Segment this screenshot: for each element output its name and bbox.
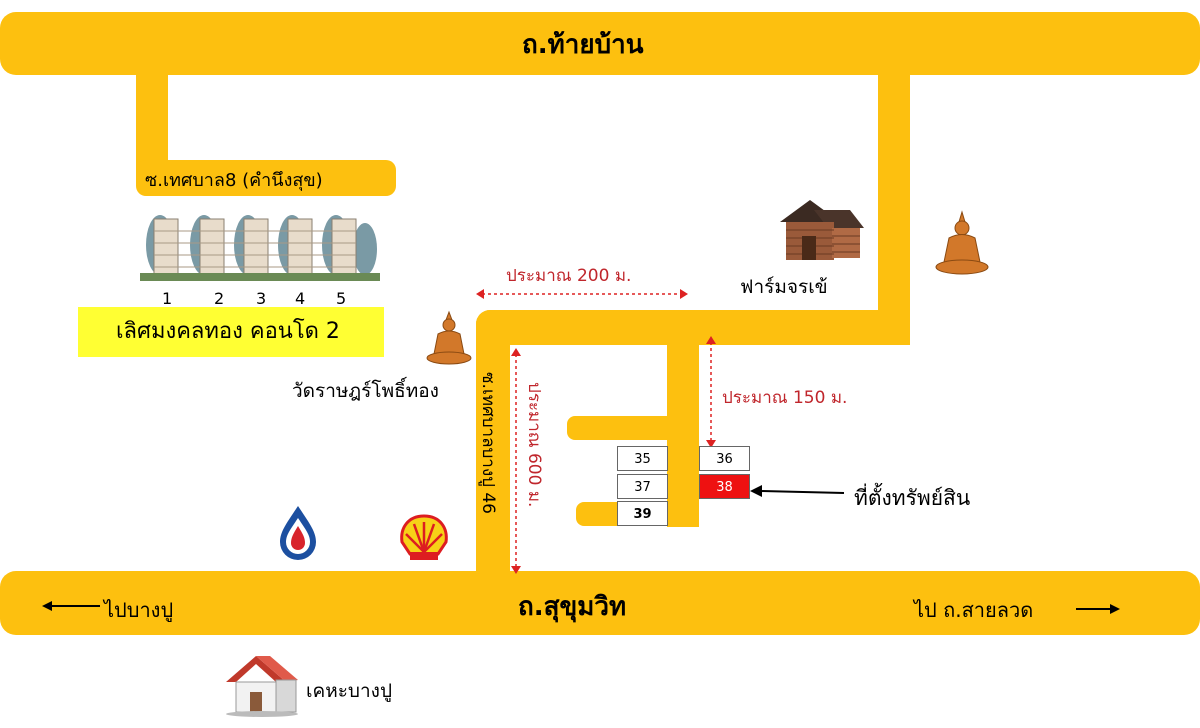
direction-right-label: ไป ถ.สายลวด — [914, 598, 1034, 622]
shell-logo-icon — [400, 514, 448, 560]
arrow-left-icon — [42, 601, 100, 611]
house-label: เคหะบางปู — [306, 680, 393, 702]
distance-arrow-to-property — [706, 336, 716, 448]
bottom-road — [0, 571, 1200, 635]
property-pointer-arrow — [750, 485, 845, 497]
plot-36: 36 — [699, 446, 750, 471]
buddha-statue-icon — [935, 210, 989, 275]
condo-building-number: 2 — [214, 289, 225, 308]
soi-vertical-road — [476, 310, 510, 580]
top-road — [0, 12, 1200, 75]
top-road-label: ถ.ท้ายบ้าน — [522, 30, 644, 60]
soi-condo-road — [136, 160, 396, 196]
distance-vertical-soi-label: ประมาณ 600 ม. — [524, 382, 544, 508]
bottom-road-label: ถ.สุขุมวิท — [518, 592, 627, 622]
branch-road-upper — [567, 416, 672, 440]
distance-arrow-vertical-soi — [511, 348, 521, 574]
road-middle-horizontal — [476, 310, 910, 345]
branch-road-vertical — [667, 340, 699, 527]
plot-35: 35 — [617, 446, 668, 471]
distance-arrow-horizontal — [476, 289, 688, 299]
buddha-statue-icon — [426, 310, 472, 365]
farm-house-icon — [780, 200, 864, 260]
condo-building-number: 5 — [336, 289, 347, 308]
condo-building-number: 1 — [162, 289, 173, 308]
plot-39: 39 — [617, 501, 668, 526]
condo-building-number: 3 — [256, 289, 267, 308]
temple-label: วัดราษฎร์โพธิ์ทอง — [292, 380, 439, 402]
distance-to-property-label: ประมาณ 150 ม. — [722, 388, 848, 408]
farm-label: ฟาร์มจรเข้ — [740, 276, 828, 298]
soi-vertical-label: ซ.เทศบาลบางปู 46 — [478, 372, 498, 514]
condo-banner: เลิศมงคลทอง คอนโด 2 — [78, 307, 384, 357]
house-icon — [226, 656, 298, 717]
property-label: ที่ตั้งทรัพย์สิน — [854, 486, 971, 510]
road-right-vertical — [878, 70, 910, 345]
distance-horizontal-label: ประมาณ 200 ม. — [506, 266, 632, 286]
condo-building-icon — [140, 215, 380, 281]
condo-building-number: 4 — [295, 289, 306, 308]
ptt-logo-icon — [280, 506, 316, 560]
direction-left-label: ไปบางปู — [104, 598, 174, 622]
plot-37: 37 — [617, 474, 668, 499]
soi-condo-label: ซ.เทศบาล8 (คำนึงสุข) — [145, 170, 323, 191]
plot-38-target: 38 — [699, 474, 750, 499]
arrow-right-icon — [1076, 604, 1120, 614]
